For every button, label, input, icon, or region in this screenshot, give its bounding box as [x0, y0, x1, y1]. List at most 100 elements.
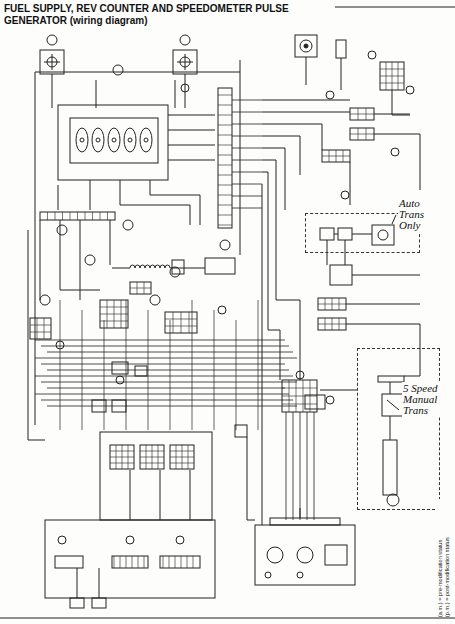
wire — [392, 90, 410, 115]
gauge-module — [255, 525, 355, 585]
injector-pin — [112, 138, 116, 142]
callout-circle — [180, 35, 190, 45]
callout-circle — [406, 86, 414, 94]
callout-circle — [368, 51, 376, 59]
wire — [120, 180, 190, 225]
wire — [58, 185, 59, 210]
connector-block — [130, 282, 151, 294]
connector-pin-line — [30, 332, 51, 333]
injector-pin — [96, 138, 100, 142]
wire — [168, 115, 215, 116]
wire — [168, 130, 215, 131]
wire — [374, 134, 420, 190]
connector-block — [140, 445, 164, 469]
speed-sensor — [382, 394, 404, 416]
plug-pin — [47, 57, 57, 67]
wire — [262, 112, 350, 113]
connector-pin-line — [218, 105, 232, 106]
connector-pin-line — [70, 212, 71, 220]
connector-strip — [40, 212, 115, 220]
connector-pin-line — [120, 556, 121, 568]
sensor-body — [383, 440, 397, 495]
plug-connector — [92, 598, 106, 608]
connector-pin-line — [110, 451, 134, 452]
injector-pin — [144, 138, 148, 142]
connector-pin-line — [218, 145, 232, 146]
wire — [41, 382, 297, 383]
diagram-title: FUEL SUPPLY, REV COUNTER AND SPEEDOMETER… — [4, 3, 334, 27]
wire — [150, 180, 200, 225]
wire — [90, 180, 91, 210]
callout-circle — [40, 295, 50, 305]
wire — [47, 370, 289, 371]
connector-pin-line — [350, 134, 374, 135]
connector-block — [282, 380, 317, 412]
wire — [82, 310, 83, 430]
coil-winding — [140, 265, 145, 268]
connector-block — [322, 150, 350, 162]
connector-pin-line — [144, 556, 145, 568]
coil-winding — [145, 265, 150, 268]
wire — [341, 58, 342, 90]
callout-circle — [116, 376, 124, 384]
wire — [41, 364, 285, 365]
connector-pin-line — [130, 288, 151, 289]
connector-pin-line — [218, 95, 232, 96]
injector-symbol — [108, 128, 120, 152]
wire — [160, 470, 161, 520]
connector-pin-line — [218, 175, 232, 176]
connector-pin-line — [187, 556, 188, 568]
connector-pin-line — [322, 156, 350, 157]
plug-connector — [160, 556, 200, 568]
wire — [185, 90, 186, 108]
connector-pin-line — [218, 205, 232, 206]
callout-circle — [181, 84, 189, 92]
wire — [185, 74, 186, 90]
connector-pin-line — [114, 556, 115, 568]
wire — [262, 124, 322, 150]
callout-circle — [176, 536, 184, 544]
plug-cross — [185, 54, 186, 70]
plug-connector — [70, 598, 84, 608]
connector-pin-line — [170, 451, 194, 452]
plug-connector — [112, 556, 148, 568]
injector-symbol — [124, 128, 136, 152]
coil-winding — [135, 265, 140, 268]
connector-pin-line — [140, 457, 164, 458]
wire — [352, 275, 420, 276]
connector-block — [350, 108, 374, 120]
callout-circle — [113, 65, 123, 75]
wire — [306, 57, 307, 85]
plug-connector — [55, 556, 83, 568]
wire — [40, 220, 41, 300]
connector-block — [205, 258, 235, 274]
selector-switch-dial — [378, 230, 388, 240]
header-rule — [335, 6, 455, 7]
connector-pin-line — [62, 212, 63, 220]
relay — [330, 265, 352, 285]
wire — [334, 234, 338, 235]
wire — [232, 100, 262, 101]
wire — [387, 400, 399, 410]
connector-pin-line — [380, 69, 404, 70]
wire — [320, 390, 357, 391]
connector-pin-line — [218, 225, 232, 226]
wire — [232, 136, 262, 137]
wire — [35, 340, 285, 341]
wire — [262, 100, 350, 101]
callout-circle — [265, 572, 271, 578]
wire — [110, 220, 111, 265]
wire — [293, 412, 294, 520]
callout-circle — [57, 225, 67, 235]
injector-symbol — [92, 128, 104, 152]
connector-pin-line — [350, 114, 374, 115]
plug-pin — [180, 57, 190, 67]
wire — [232, 172, 262, 173]
wire — [126, 300, 127, 430]
gauge-symbol — [267, 547, 283, 563]
connector-pin-line — [170, 463, 194, 464]
connector-pin-line — [218, 115, 232, 116]
connector-pin-line — [218, 155, 232, 156]
callout-circle — [297, 572, 303, 578]
